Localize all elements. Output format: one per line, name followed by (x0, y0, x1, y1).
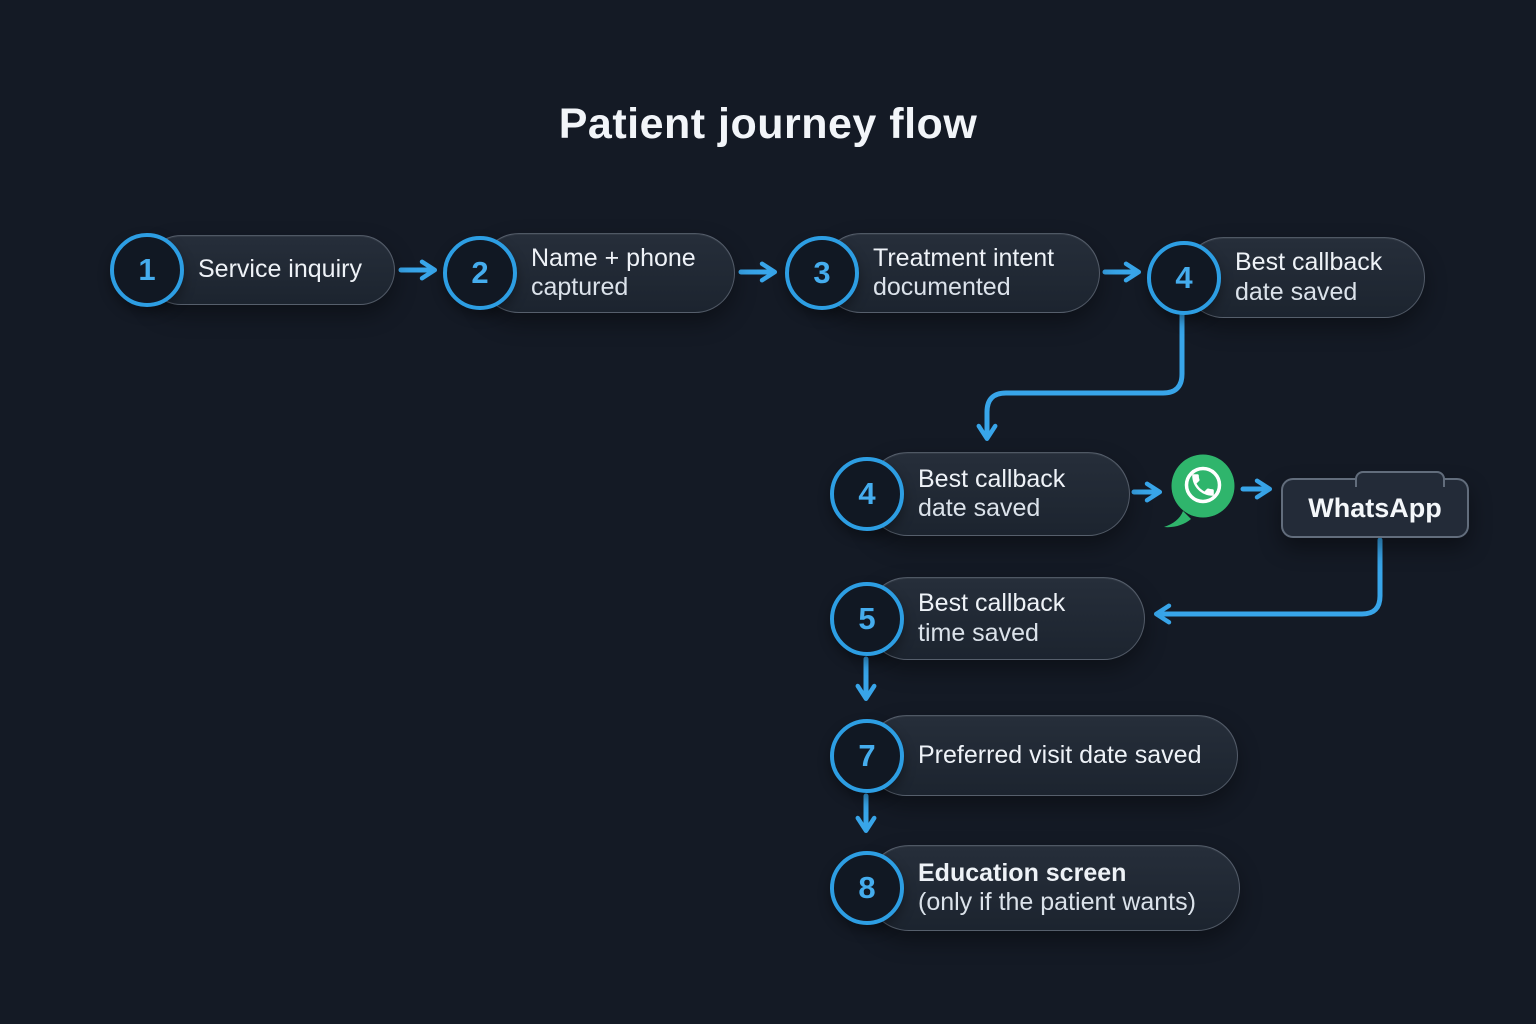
flow-node-step-1: 1 Service inquiry (110, 233, 395, 307)
step-label-line1: Best callback (918, 464, 1066, 493)
step-number: 5 (858, 600, 876, 636)
step-label: Treatment intent documented (873, 233, 1086, 313)
step-number: 8 (858, 870, 876, 905)
step-label-line2: captured (531, 273, 629, 301)
step-label-line2: date saved (918, 494, 1041, 522)
flow-node-step-5: 5 Best callback time saved (830, 577, 1145, 660)
step-label: Education screen (only if the patient wa… (918, 845, 1226, 931)
node-pill (866, 452, 1130, 536)
step-label-line1: Best callback (918, 589, 1066, 617)
step-number: 3 (813, 255, 831, 290)
step-number-badge: 4 (1147, 240, 1221, 315)
step-number: 4 (858, 476, 876, 511)
step-number-badge: 8 (830, 851, 904, 925)
step-label-line2: (only if the patient wants) (918, 888, 1196, 916)
step-number-badge: 1 (110, 233, 184, 307)
step-label-line2: time saved (918, 618, 1039, 647)
node-pill (866, 577, 1145, 660)
whatsapp-icon (1164, 454, 1235, 528)
step-label-line1: Preferred visit date saved (918, 740, 1202, 769)
step-label-line1: Service inquiry (198, 255, 362, 284)
step-label-line2: date saved (1235, 277, 1358, 306)
flow-node-step-7: 7 Preferred visit date saved (830, 715, 1238, 796)
node-pill (866, 845, 1240, 931)
step-label: Best callback time saved (918, 577, 1131, 660)
step-label: Preferred visit date saved (918, 715, 1224, 796)
step-number: 4 (1175, 259, 1193, 295)
step-label: Best callback date saved (1235, 237, 1411, 318)
whatsapp-label-box: WhatsApp (1281, 471, 1469, 538)
node-pill (1183, 237, 1425, 318)
flow-node-step-4: 4 Best callback date saved (1147, 237, 1425, 318)
flow-node-step-2: 2 Name + phone captured (443, 233, 735, 313)
step-number-badge: 7 (830, 718, 904, 793)
step-number: 7 (858, 737, 876, 773)
flow-node-step-4-repeat: 4 Best callback date saved (830, 452, 1130, 536)
flow-node-step-3: 3 Treatment intent documented (785, 233, 1100, 313)
step-label-line1: Education screen (918, 858, 1127, 887)
connector-step4-step4b (976, 310, 1185, 442)
step-number-badge: 4 (830, 457, 904, 531)
step-label-line1: Treatment intent (873, 243, 1055, 272)
connector-whatsapp-step5 (1153, 537, 1383, 625)
flow-node-step-8: 8 Education screen (only if the patient … (830, 845, 1240, 931)
step-number-badge: 3 (785, 236, 859, 310)
step-label: Best callback date saved (918, 452, 1116, 536)
whatsapp-label: WhatsApp (1308, 492, 1442, 523)
step-label: Name + phone captured (531, 233, 721, 313)
step-label-line1: Best callback (1235, 248, 1383, 276)
node-pill (866, 715, 1238, 796)
step-number: 2 (471, 255, 489, 290)
step-number-badge: 2 (443, 236, 517, 310)
step-number-badge: 5 (830, 581, 904, 656)
step-label-line1: Name + phone (531, 243, 696, 272)
step-number: 1 (138, 252, 156, 287)
step-label-line2: documented (873, 273, 1011, 301)
page-title: Patient journey flow (558, 100, 978, 148)
step-label: Service inquiry (198, 235, 381, 305)
